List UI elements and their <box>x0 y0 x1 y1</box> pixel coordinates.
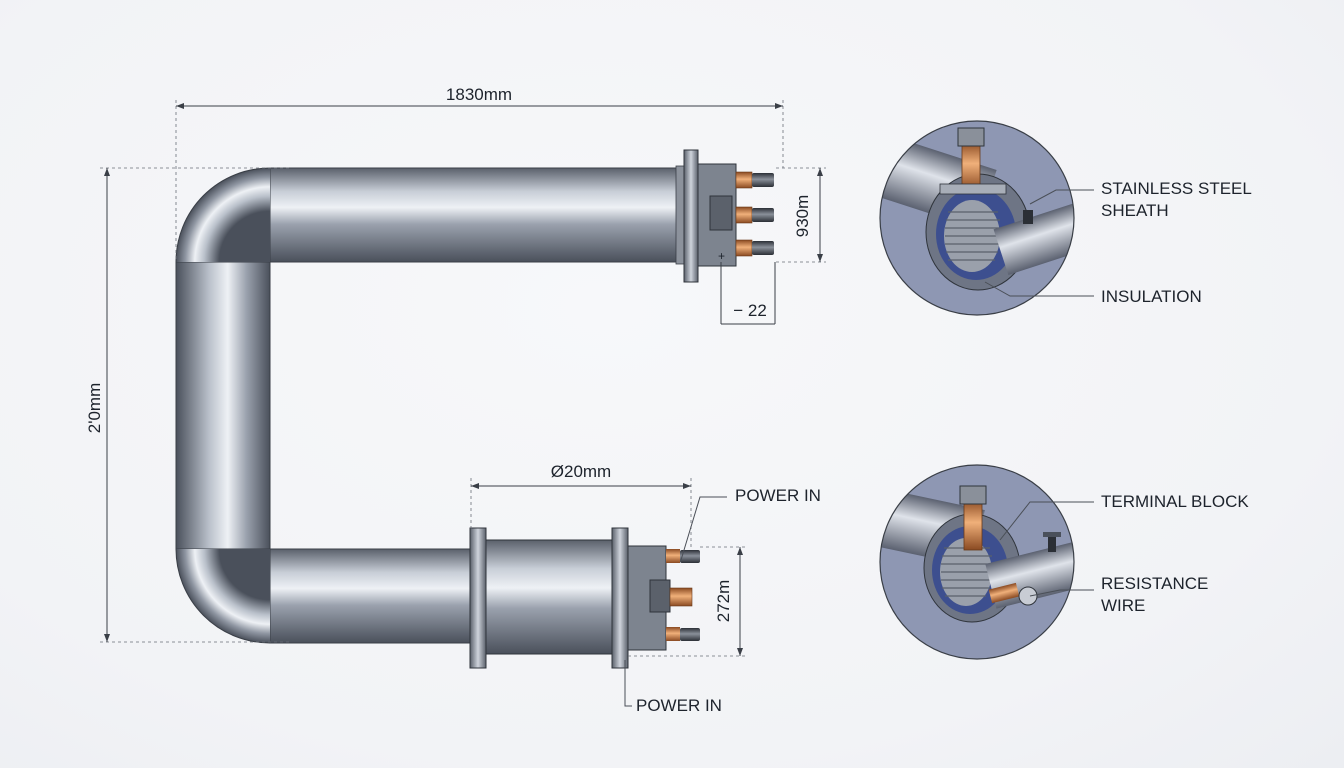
dim-overall-length: 1830mm <box>175 85 784 260</box>
top-terminal-1 <box>735 171 774 189</box>
resistance-label-line2: WIRE <box>1101 596 1145 615</box>
stainless-leader <box>1029 189 1094 205</box>
dim-terminal-spacing: 930m <box>776 167 826 263</box>
detail-terminal-resistance <box>879 464 1075 660</box>
dim-terminal-spacing-label: 930m <box>793 195 812 238</box>
dim-terminal-offset-label: − 22 <box>733 301 767 320</box>
bottom-terminal-1 <box>666 549 700 563</box>
dim-diameter: Ø20mm <box>470 462 692 548</box>
top-terminal-3 <box>735 239 774 257</box>
dim-lower-height: 272m <box>628 546 746 657</box>
power-in-bottom-label: POWER IN <box>636 696 722 715</box>
stainless-label-line2: SHEATH <box>1101 201 1169 220</box>
insulation-leader <box>984 281 1094 297</box>
bottom-terminal-2 <box>669 587 693 607</box>
insulation-label: INSULATION <box>1101 287 1202 306</box>
terminal-block-label: TERMINAL BLOCK <box>1101 492 1249 511</box>
resistance-label-line1: RESISTANCE <box>1101 574 1208 593</box>
power-in-top-leader <box>680 496 727 561</box>
terminal-block-leader <box>999 501 1094 541</box>
bottom-terminal-assembly <box>469 527 700 669</box>
bottom-terminal-3 <box>666 627 700 641</box>
dim-diameter-label: Ø20mm <box>551 462 611 481</box>
detail-sheath-insulation <box>879 120 1075 316</box>
power-in-bottom-leader <box>624 660 632 707</box>
dim-lower-height-label: 272m <box>714 580 733 623</box>
stainless-label-line1: STAINLESS STEEL <box>1101 179 1252 198</box>
top-terminal-assembly: + <box>675 149 774 283</box>
dim-terminal-offset: − 22 <box>720 262 776 325</box>
u-tube <box>175 167 691 644</box>
dim-overall-height: 2'0mm <box>85 167 290 643</box>
resistance-leader <box>1029 589 1094 597</box>
plus-mark: + <box>718 249 725 263</box>
top-terminal-2 <box>735 206 774 224</box>
dim-overall-length-label: 1830mm <box>446 85 512 104</box>
dim-overall-height-label: 2'0mm <box>85 383 104 433</box>
power-in-top-label: POWER IN <box>735 486 821 505</box>
